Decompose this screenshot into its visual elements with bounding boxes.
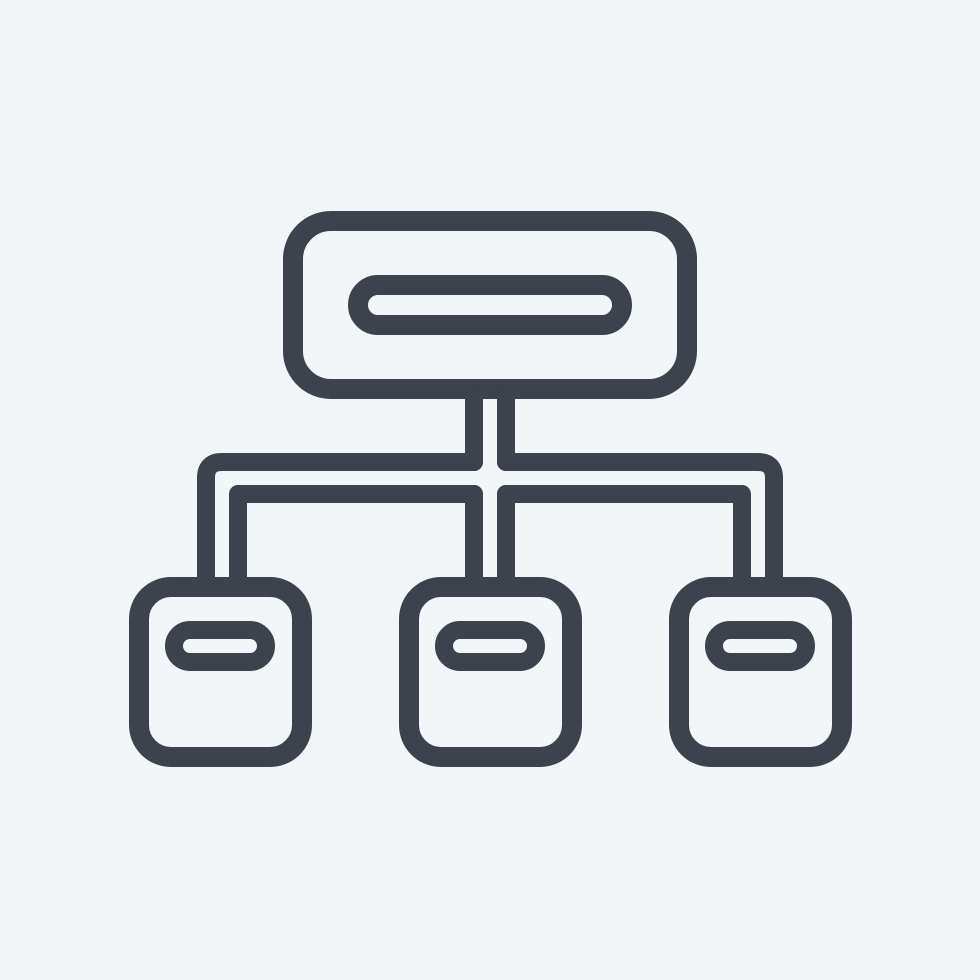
root-node-box — [283, 211, 697, 399]
connector-outer-left — [197, 453, 483, 587]
child-node-left — [129, 577, 312, 767]
child-node-right — [669, 577, 852, 767]
connector-outer-right — [497, 453, 783, 587]
connector-lines — [197, 389, 783, 587]
child-node-center — [399, 577, 582, 767]
child-node-center-bar — [435, 621, 545, 671]
connector-inner-right — [497, 485, 751, 587]
root-node-bar — [348, 275, 632, 335]
child-node-left-bar — [165, 621, 275, 671]
child-node-center-box — [399, 577, 582, 767]
root-node — [283, 211, 697, 399]
child-node-right-bar — [705, 621, 815, 671]
connector-inner-left — [229, 485, 483, 587]
child-node-right-box — [669, 577, 852, 767]
child-node-left-box — [129, 577, 312, 767]
